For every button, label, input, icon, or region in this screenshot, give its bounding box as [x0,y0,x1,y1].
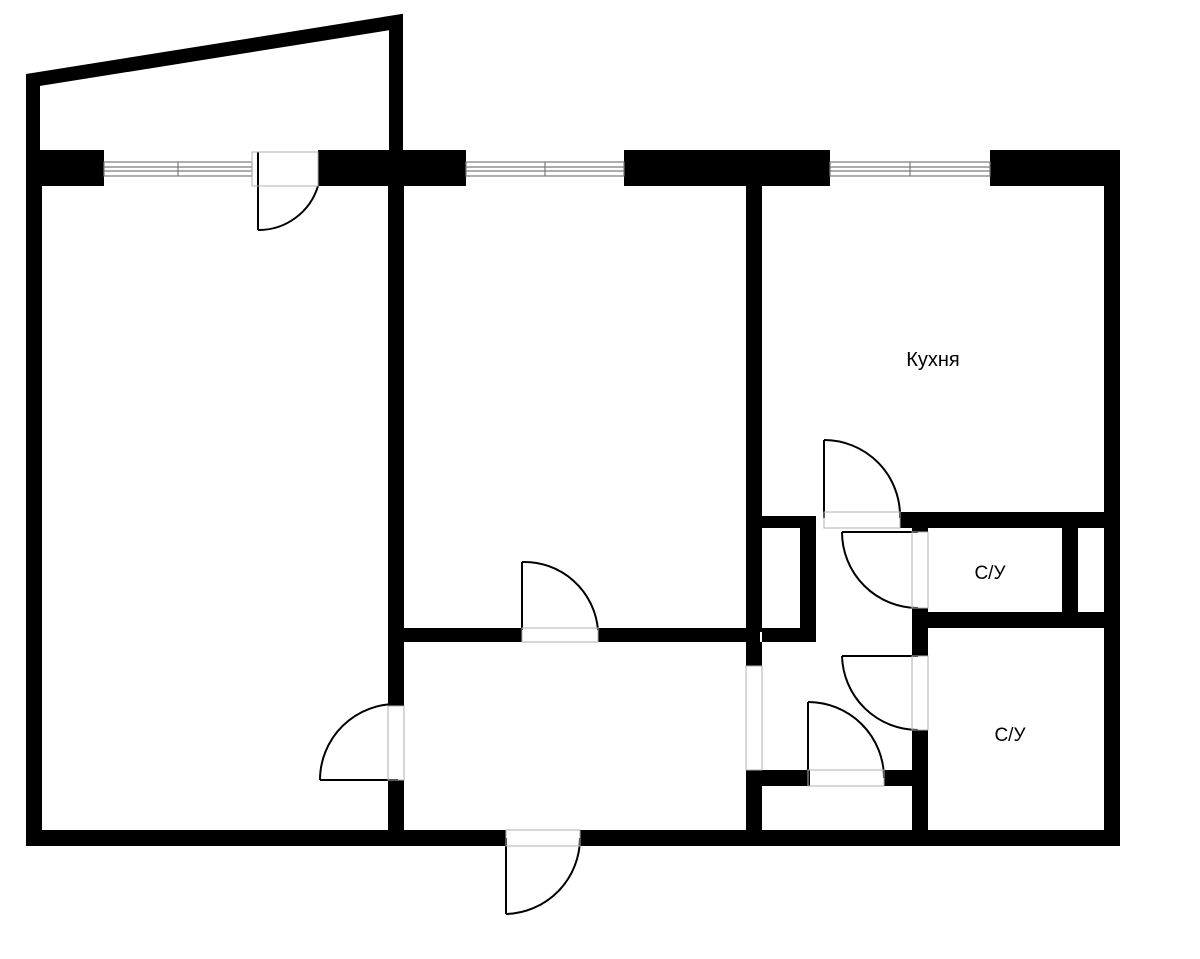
room-label-bathroom-1: С/У [974,563,1006,584]
wall-interior [388,780,404,840]
balcony [26,13,403,152]
wall-interior [746,186,762,632]
wall-exterior-bottom [26,830,506,846]
wall-segment [624,150,830,186]
wall-interior [1062,512,1078,628]
wall-interior [598,628,760,642]
wall-interior [900,512,1120,528]
door-storage [807,701,885,779]
door-frames [251,151,929,847]
wall-exterior-bottom [580,830,1120,846]
walls [26,150,1120,846]
wall-exterior-left [26,150,42,846]
door-bathroom-1 [841,531,919,609]
balcony-railing [26,13,403,152]
room-label-bathroom-2: С/У [994,725,1026,746]
wall-interior [800,516,816,642]
door-kitchen [823,439,902,519]
door-entrance [505,837,581,915]
door-bedroom [521,560,599,631]
windows [103,161,991,177]
wall-interior [762,628,816,642]
wall-interior [746,770,762,840]
window-bedroom [465,161,625,177]
wall-interior [884,770,928,786]
window-living-room [103,161,253,177]
wall-interior [762,770,810,786]
wall-interior [746,642,762,666]
door-bathroom-2 [841,655,919,731]
doors [257,152,919,915]
wall-segment [990,150,1120,186]
wall-interior [404,628,522,642]
room-label-kitchen: Кухня [906,349,960,371]
wall-interior [912,612,1120,628]
wall-exterior-right [1104,150,1120,846]
wall-interior [388,150,404,706]
door-living-room [319,702,399,781]
window-kitchen [829,161,991,177]
wall-interior [912,512,928,532]
door-balcony [257,152,319,232]
